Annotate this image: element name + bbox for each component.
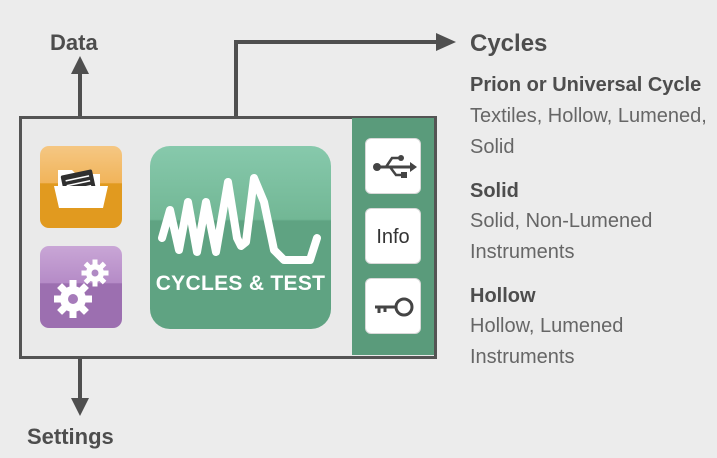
cycle-desc-hollow: Hollow, Lumened Instruments [470, 315, 624, 368]
key-button[interactable] [365, 278, 421, 334]
usb-button[interactable] [365, 138, 421, 194]
cycles-title: Cycles [470, 30, 548, 57]
info-button[interactable]: Info [365, 208, 421, 264]
cycle-name-prion: Prion or Universal Cycle [470, 74, 702, 96]
cycle-name-hollow: Hollow [470, 285, 536, 307]
usb-icon [373, 155, 417, 178]
cycle-desc-prion: Textiles, Hollow, Lumened, Solid [470, 105, 707, 158]
key-icon [375, 297, 414, 317]
waveform-icon [158, 174, 321, 264]
gears-icon [54, 259, 109, 318]
settings-gears-tile[interactable] [40, 246, 122, 328]
cycles-and-test-tile[interactable]: CYCLES & TEST [150, 146, 331, 329]
cycle-desc-solid: Solid, Non-Lumened Instruments [470, 210, 653, 263]
settings-label: Settings [27, 424, 114, 449]
cycle-name-solid: Solid [470, 180, 519, 202]
folder-icon [54, 169, 108, 208]
data-folder-tile[interactable] [40, 146, 122, 228]
info-button-label: Info [376, 226, 410, 248]
cycles-and-test-label: CYCLES & TEST [155, 272, 326, 295]
data-label: Data [50, 30, 98, 55]
